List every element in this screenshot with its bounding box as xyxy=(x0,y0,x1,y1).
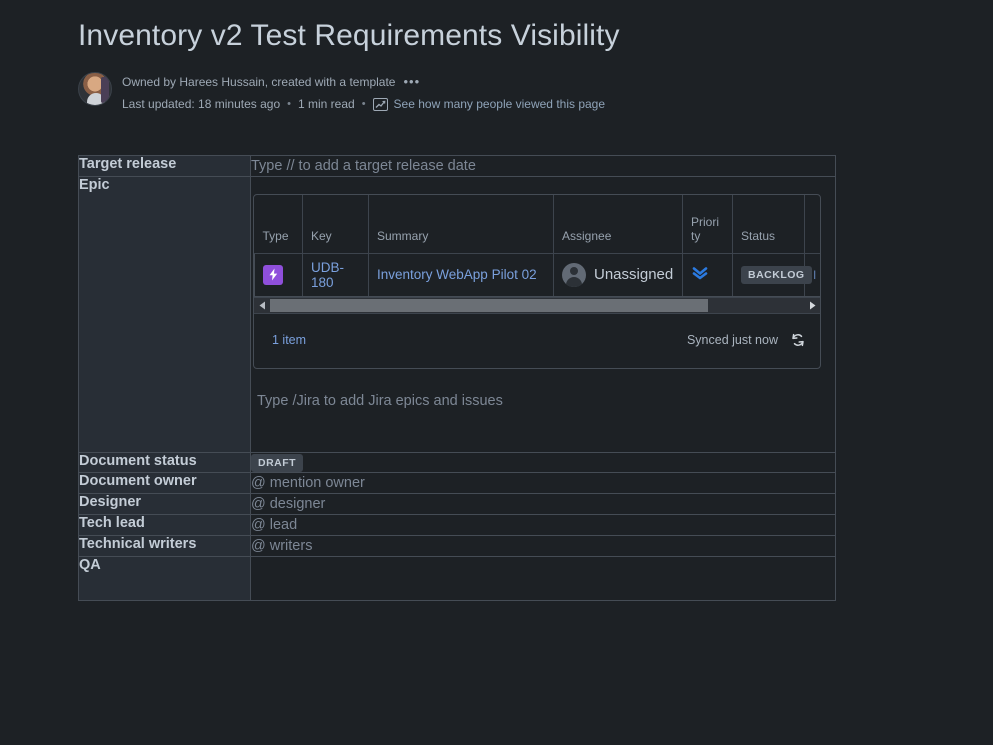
epic-lightning-icon xyxy=(263,264,283,285)
row-value-epic[interactable]: Type Key Summary Assignee Priori ty Stat… xyxy=(250,176,836,453)
jira-overflow-hint: I xyxy=(813,268,817,282)
row-label-target-release: Target release xyxy=(78,155,251,177)
meta-separator-2: • xyxy=(361,98,366,110)
read-time-text: 1 min read xyxy=(297,97,355,111)
jira-issue-key-link[interactable]: UDB-180 xyxy=(311,259,344,290)
unassigned-avatar-icon xyxy=(562,262,586,287)
jira-cell-status: BACKLOG xyxy=(732,252,812,297)
table-row-designer: Designer @ designer xyxy=(78,493,836,515)
jira-col-status[interactable]: Status xyxy=(732,195,805,254)
jira-embed-footer: 1 item Synced just now xyxy=(254,314,820,368)
table-row-document-status: Document status DRAFT xyxy=(78,452,836,473)
target-release-placeholder: Type // to add a target release date xyxy=(251,158,476,174)
jira-issue-table: Type Key Summary Assignee Priori ty Stat… xyxy=(254,195,820,297)
last-updated-text: Last updated: 18 minutes ago xyxy=(122,97,281,111)
jira-issue-summary-link[interactable]: Inventory WebApp Pilot 02 xyxy=(377,267,537,282)
row-value-designer[interactable]: @ designer xyxy=(250,493,836,515)
jira-issues-embed: Type Key Summary Assignee Priori ty Stat… xyxy=(253,194,821,369)
row-value-document-owner[interactable]: @ mention owner xyxy=(250,472,836,494)
jira-sync-status-text: Synced just now xyxy=(686,332,778,347)
jira-col-key[interactable]: Key xyxy=(302,195,369,254)
owner-line-row: Owned by Harees Hussain, created with a … xyxy=(122,73,605,91)
row-label-qa: QA xyxy=(78,556,251,601)
jira-status-badge: BACKLOG xyxy=(741,265,812,284)
jira-cell-type xyxy=(254,252,303,297)
jira-col-priority[interactable]: Priori ty xyxy=(682,195,733,254)
meta-separator-1: • xyxy=(287,98,291,110)
scrollbar-track[interactable] xyxy=(270,297,804,314)
row-value-target-release[interactable]: Type // to add a target release date xyxy=(250,155,836,177)
updated-line-row: Last updated: 18 minutes ago • 1 min rea… xyxy=(122,95,605,113)
jira-col-priority-line2: ty xyxy=(691,228,701,243)
row-label-tech-lead: Tech lead xyxy=(78,514,251,536)
jira-col-priority-line1: Priori xyxy=(691,214,720,229)
table-row-document-owner: Document owner @ mention owner xyxy=(78,472,836,494)
jira-sync-status-group: Synced just now xyxy=(687,332,806,348)
jira-col-overflow xyxy=(804,195,820,254)
row-label-document-status: Document status xyxy=(78,452,251,473)
row-label-epic: Epic xyxy=(78,176,251,453)
row-value-tech-lead[interactable]: @ lead xyxy=(250,514,836,536)
document-status-badge: DRAFT xyxy=(251,454,304,472)
row-label-technical-writers: Technical writers xyxy=(78,535,251,557)
page-title: Inventory v2 Test Requirements Visibilit… xyxy=(78,19,620,52)
jira-col-type[interactable]: Type xyxy=(254,195,303,254)
row-label-document-owner: Document owner xyxy=(78,472,251,494)
jira-cell-priority xyxy=(682,252,733,297)
row-value-document-status[interactable]: DRAFT xyxy=(250,452,836,473)
refresh-sync-icon[interactable] xyxy=(790,332,806,348)
owner-avatar-icon[interactable] xyxy=(78,72,112,106)
scroll-right-arrow-icon[interactable] xyxy=(804,297,820,314)
jira-cell-assignee: Unassigned xyxy=(553,252,683,297)
owner-text: Owned by Harees Hussain, created with a … xyxy=(122,75,396,89)
jira-assignee-name: Unassigned xyxy=(594,266,674,283)
table-row-tech-lead: Tech lead @ lead xyxy=(78,514,836,536)
row-label-designer: Designer xyxy=(78,493,251,515)
page-views-link[interactable]: See how many people viewed this page xyxy=(393,97,606,111)
analytics-chart-icon xyxy=(372,97,388,111)
jira-cell-key: UDB-180 xyxy=(302,252,369,297)
technical-writers-placeholder: @ writers xyxy=(251,538,313,554)
jira-slash-placeholder: Type /Jira to add Jira epics and issues xyxy=(257,392,503,409)
designer-placeholder: @ designer xyxy=(251,496,326,512)
jira-item-count: 1 item xyxy=(272,332,307,347)
document-owner-placeholder: @ mention owner xyxy=(251,475,365,491)
priority-lowest-double-chevron-icon xyxy=(691,267,709,284)
jira-col-summary[interactable]: Summary xyxy=(368,195,554,254)
table-row-qa: QA xyxy=(78,556,836,601)
scroll-left-arrow-icon[interactable] xyxy=(254,297,270,314)
jira-horizontal-scrollbar[interactable] xyxy=(254,296,820,314)
scrollbar-thumb[interactable] xyxy=(270,298,708,312)
more-options-icon[interactable]: ••• xyxy=(403,74,421,89)
page-properties-table: Target release Type // to add a target r… xyxy=(78,155,836,601)
page-metadata: Owned by Harees Hussain, created with a … xyxy=(78,72,605,113)
row-value-technical-writers[interactable]: @ writers xyxy=(250,535,836,557)
table-row-epic: Epic Type Key Summary Assignee Priori ty xyxy=(78,176,836,453)
table-row-target-release: Target release Type // to add a target r… xyxy=(78,155,836,177)
jira-cell-summary: Inventory WebApp Pilot 02 xyxy=(368,252,554,297)
row-value-qa[interactable] xyxy=(250,556,836,601)
jira-issue-row[interactable]: UDB-180 Inventory WebApp Pilot 02 Unassi… xyxy=(254,252,820,297)
table-row-technical-writers: Technical writers @ writers xyxy=(78,535,836,557)
tech-lead-placeholder: @ lead xyxy=(251,517,298,533)
jira-header-row: Type Key Summary Assignee Priori ty Stat… xyxy=(254,195,820,254)
jira-col-assignee[interactable]: Assignee xyxy=(553,195,683,254)
